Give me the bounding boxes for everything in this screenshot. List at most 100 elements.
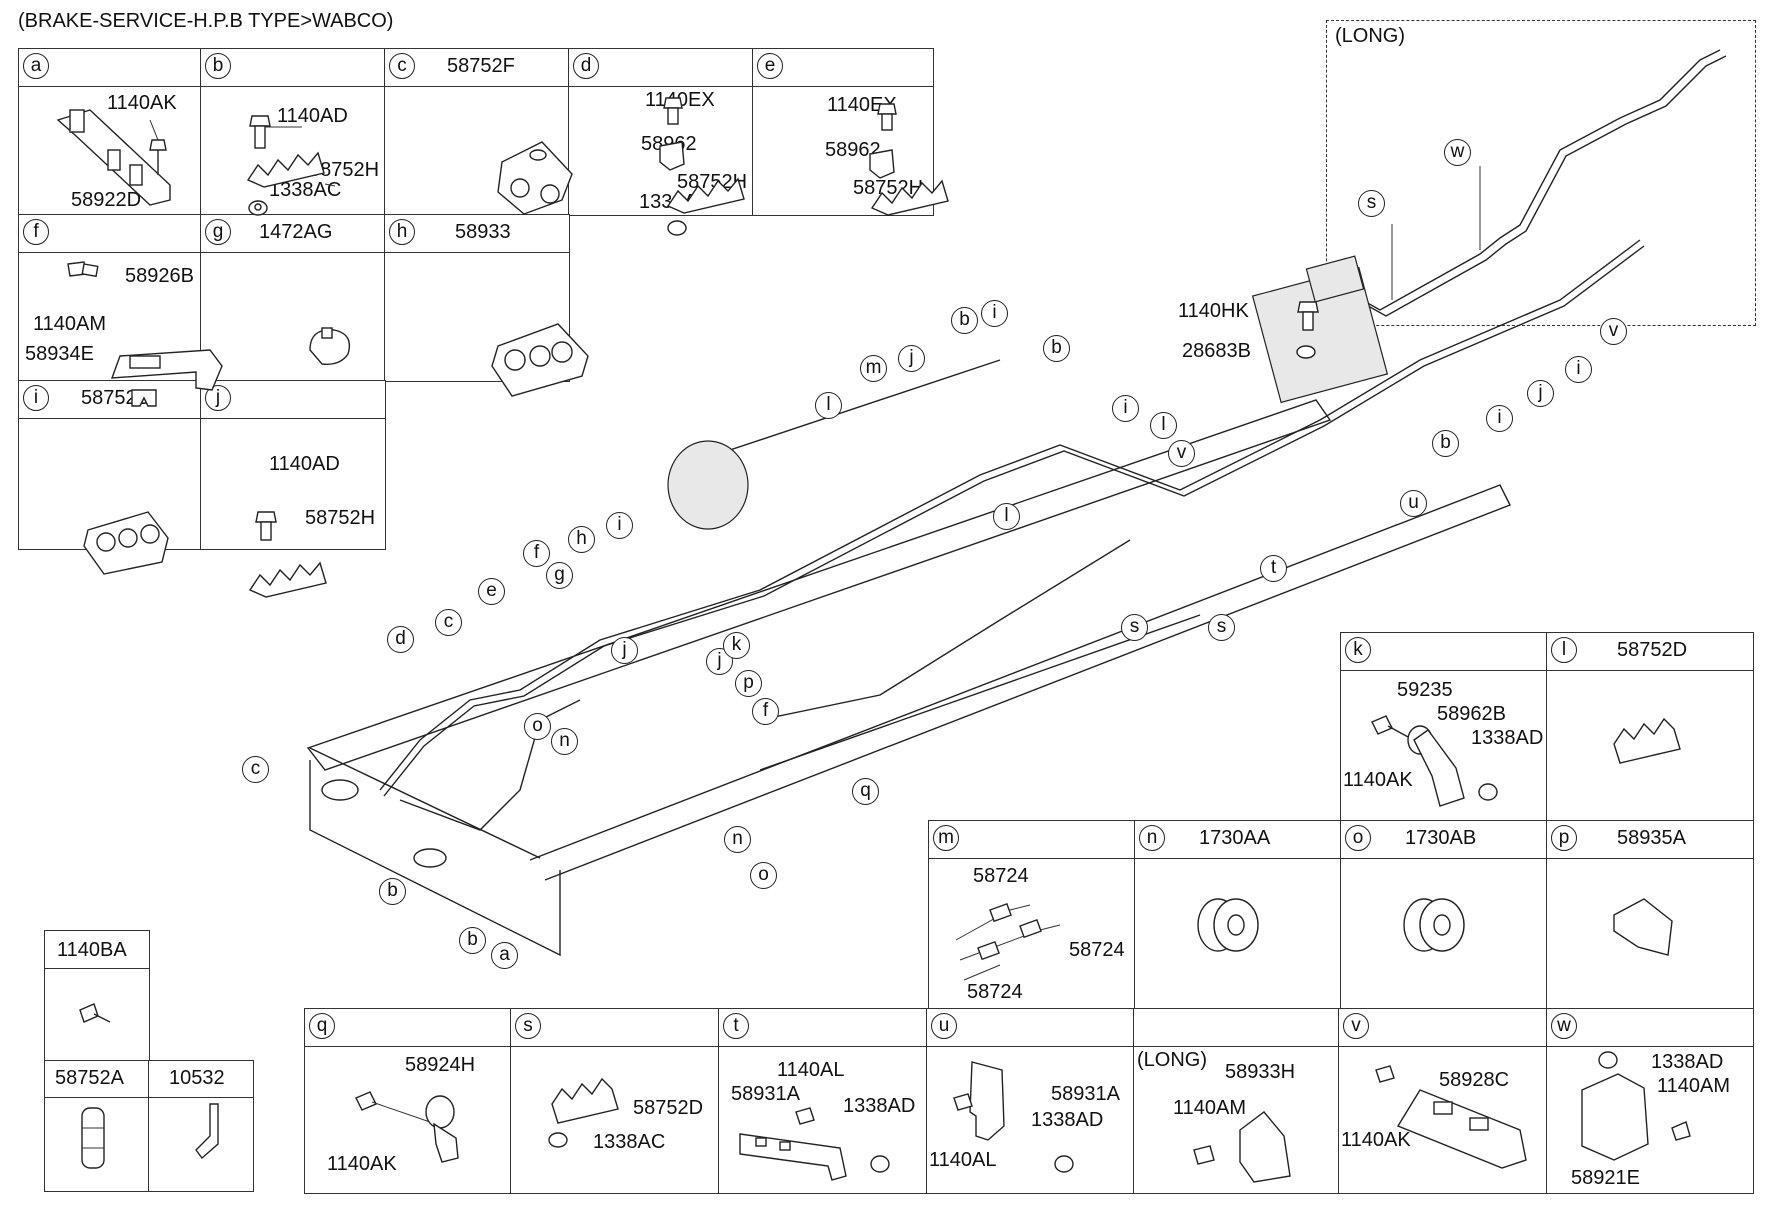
detail-box-l: l 58752D <box>1546 632 1754 822</box>
box-letter: d <box>573 53 599 79</box>
part-label: 58724 <box>967 981 1023 1003</box>
nut-1338ad-icon <box>1478 783 1498 801</box>
callout-b: b <box>1432 430 1459 457</box>
bolt-1140ak-icon <box>355 1091 431 1123</box>
nut-1338ad-icon <box>1054 1155 1074 1173</box>
part-label: 58752H <box>309 159 380 181</box>
box-letter: m <box>933 825 959 851</box>
callout-i: i <box>1565 356 1592 383</box>
part-label: 58931A <box>1051 1083 1120 1105</box>
washer-28683b-icon <box>1296 345 1316 359</box>
part-label: 58924H <box>405 1054 476 1076</box>
box-letter: p <box>1551 825 1577 851</box>
clip-58752h-icon <box>666 177 745 214</box>
part-label-28683b: 28683B <box>1182 340 1251 362</box>
callout-p: p <box>735 670 762 697</box>
bracket-58931a-icon <box>969 1061 1005 1141</box>
part-number: 1730AB <box>1405 827 1477 849</box>
part-label: 58752A <box>55 1067 124 1089</box>
bracket-58922d-icon <box>56 109 171 206</box>
part-label: 58752D <box>633 1097 704 1119</box>
box-letter: h <box>389 219 415 245</box>
box-letter: l <box>1551 637 1577 663</box>
bolt-1140ex-icon <box>663 97 683 125</box>
part-label: 1140AK <box>1343 769 1413 791</box>
part-label: 58921E <box>1571 1167 1640 1189</box>
box-letter: u <box>931 1013 957 1039</box>
part-label: 58931A <box>731 1083 800 1105</box>
clamp-58924h-icon <box>425 1095 459 1163</box>
part-label: 1140AL <box>777 1059 845 1081</box>
long-inset-frame: (LONG) <box>1326 20 1756 326</box>
vehicle-frame-icon <box>306 255 1511 957</box>
brake-lines-icon <box>379 239 1645 831</box>
callout-n: n <box>724 826 751 853</box>
callout-b: b <box>951 307 978 334</box>
clip-58752d-icon <box>1613 717 1681 764</box>
clip-58752a-icon <box>81 1107 105 1169</box>
detail-box-w: w 1338AD 1140AM 58921E <box>1546 1008 1754 1194</box>
box-letter: f <box>23 219 49 245</box>
part-label: 58926B <box>125 265 194 287</box>
clip-58933-icon <box>491 323 589 397</box>
callout-o: o <box>750 862 777 889</box>
callout-e: e <box>478 578 505 605</box>
callout-l: l <box>1150 412 1177 439</box>
callout-w: w <box>1444 139 1471 166</box>
part-label: 1140AD <box>269 453 340 475</box>
part-label: 1140AL <box>929 1149 997 1171</box>
part-label: 58752H <box>305 507 376 529</box>
box-letter: k <box>1345 637 1371 663</box>
standalone-box-10532: 10532 <box>148 1060 254 1192</box>
bolt-1140am-icon <box>67 261 99 278</box>
callout-j: j <box>1527 380 1554 407</box>
callout-t: t <box>1260 555 1287 582</box>
detail-box-j: j 1140AD 58752H <box>200 380 386 550</box>
callout-l: l <box>993 503 1020 530</box>
part-number: 58752D <box>1617 639 1688 661</box>
part-label: 58962 <box>825 139 881 161</box>
box-letter: a <box>23 53 49 79</box>
grommet-1730aa-icon <box>1197 898 1259 952</box>
box-letter: w <box>1551 1013 1577 1039</box>
part-number: 58935A <box>1617 827 1686 849</box>
nut-1338ac-icon <box>248 200 268 216</box>
bolt-1140ad-icon <box>249 115 302 149</box>
part-label: 1140AK <box>1341 1129 1411 1151</box>
detail-box-q: q 58924H 1140AK <box>304 1008 512 1194</box>
box-letter: e <box>757 53 783 79</box>
part-label: 59235 <box>1397 679 1453 701</box>
callout-s: s <box>1208 614 1235 641</box>
bolt-1140am-icon <box>1193 1145 1215 1165</box>
clip-58934e-icon <box>131 389 157 407</box>
part-label: 10532 <box>169 1067 225 1089</box>
part-label: 1338AD <box>1651 1051 1724 1073</box>
bracket-58921e-icon <box>1581 1073 1649 1161</box>
bolt-1140ba-icon <box>79 1003 111 1023</box>
bracket-58926b-icon <box>110 349 223 391</box>
callout-g: g <box>546 562 573 589</box>
box-letter: i <box>23 385 49 411</box>
part-label: 58724 <box>1069 939 1125 961</box>
nut-1338ac-icon <box>667 220 687 236</box>
callout-i: i <box>1486 405 1513 432</box>
box-letter: t <box>723 1013 749 1039</box>
detail-box-e: e 1140EX 58962 58752H <box>752 48 934 216</box>
part-label: 58922D <box>71 189 142 211</box>
box-letter: v <box>1343 1013 1369 1039</box>
bracket-58931a-icon <box>739 1133 847 1181</box>
clip-58752h-icon <box>248 561 327 598</box>
brake-line-long-icon <box>1329 49 1727 317</box>
detail-box-b: b 1140AD 58752H 1338AC <box>200 48 386 216</box>
part-label: 1338AC <box>269 179 342 201</box>
bolt-1140hk-icon <box>1297 301 1319 331</box>
nut-1338ac-icon <box>548 1132 568 1148</box>
clip-58752d-icon <box>551 1077 619 1124</box>
box-letter: q <box>309 1013 335 1039</box>
part-label: 1338AD <box>843 1095 916 1117</box>
bolt-1140al-icon <box>953 1093 973 1111</box>
part-label: 1140AM <box>1173 1097 1247 1119</box>
part-label: 1338AD <box>1471 727 1544 749</box>
bolt-1140ak-icon <box>1375 1065 1395 1083</box>
